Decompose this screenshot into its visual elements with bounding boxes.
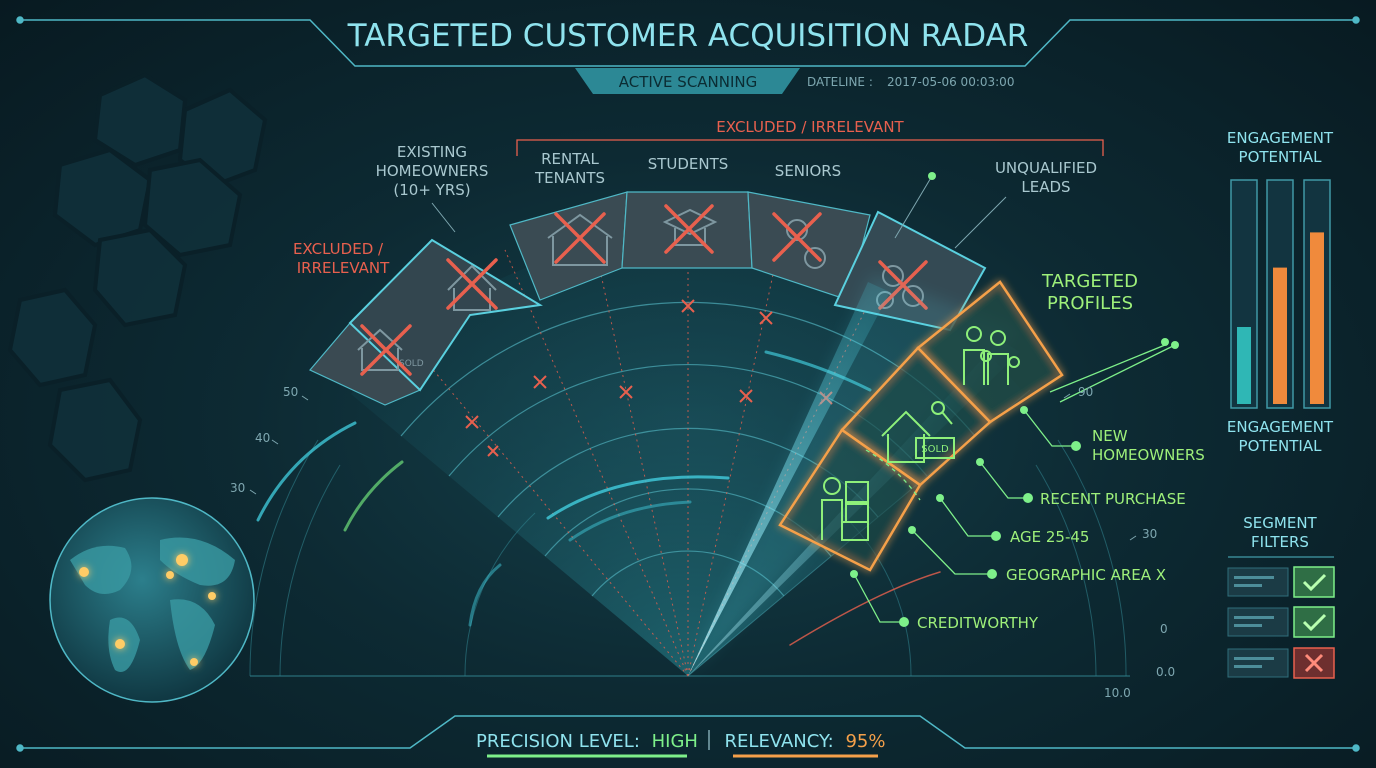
hexagon-background xyxy=(7,72,268,483)
sold-sign-excluded: SOLD xyxy=(399,359,424,369)
label-rental-tenants-2: TENANTS xyxy=(534,169,605,187)
engagement-bottom-1: ENGAGEMENT xyxy=(1227,418,1334,436)
scale-right-10: 10.0 xyxy=(1104,686,1131,700)
filter-row-3[interactable] xyxy=(1227,647,1335,679)
check-icon xyxy=(1302,613,1327,632)
scale-left-40: 40 xyxy=(255,431,270,445)
criteria-creditworthy: CREDITWORTHY xyxy=(917,614,1039,632)
segment-cross-marks xyxy=(360,204,928,376)
criteria-new-homeowners-2: HOMEOWNERS xyxy=(1092,446,1205,464)
seniors-icon xyxy=(786,219,826,269)
label-leaders xyxy=(431,172,1007,249)
targeted-title-1: TARGETED xyxy=(1041,271,1138,292)
scale-left-50: 50 xyxy=(283,385,298,399)
engagement-title-1: ENGAGEMENT xyxy=(1227,129,1334,147)
segment-labels: EXISTING HOMEOWNERS (10+ YRS) RENTAL TEN… xyxy=(376,143,1097,199)
scale-ticks xyxy=(249,393,1137,541)
filter-row-2[interactable] xyxy=(1227,606,1335,638)
engagement-bars xyxy=(1230,179,1331,409)
filter-checkbox-3[interactable] xyxy=(1293,647,1335,679)
label-rental-tenants-1: RENTAL xyxy=(541,150,599,168)
engagement-bottom-2: POTENTIAL xyxy=(1239,437,1323,455)
filters-title-1: SEGMENT xyxy=(1243,514,1317,532)
globe-icon xyxy=(49,497,255,703)
excluded-left-label-1: EXCLUDED / xyxy=(293,240,384,258)
scale-labels: 50 40 30 90 30 0 0.0 10.0 xyxy=(230,385,1175,700)
label-existing-homeowners-3: (10+ YRS) xyxy=(393,181,470,199)
relevancy-value: 95% xyxy=(845,731,885,752)
page-title: TARGETED CUSTOMER ACQUISITION RADAR xyxy=(347,18,1029,54)
label-seniors: SENIORS xyxy=(775,162,841,180)
scale-right-0: 0 xyxy=(1160,622,1168,636)
scale-left-30: 30 xyxy=(230,481,245,495)
filter-checkbox-1[interactable] xyxy=(1293,566,1335,598)
family-icon xyxy=(963,326,1020,385)
dateline-label: DATELINE : xyxy=(807,75,873,89)
new-house-icon xyxy=(881,401,955,463)
relevancy-label: RELEVANCY: xyxy=(725,731,834,752)
relevancy: RELEVANCY: 95% xyxy=(725,731,886,752)
check-icon xyxy=(1302,573,1327,592)
label-existing-homeowners-1: EXISTING xyxy=(397,143,467,161)
house-icon xyxy=(447,264,497,311)
label-unqualified-2: LEADS xyxy=(1021,178,1070,196)
scale-right-0-0: 0.0 xyxy=(1156,665,1175,679)
scale-right-30: 30 xyxy=(1142,527,1157,541)
graduation-cap-icon xyxy=(662,208,718,246)
cross-icon xyxy=(1304,653,1324,673)
precision-value: HIGH xyxy=(652,731,698,752)
criteria-labels: NEW HOMEOWNERS RECENT PURCHASE AGE 25-45… xyxy=(917,427,1205,632)
sold-sign-targeted: SOLD xyxy=(921,444,949,455)
engagement-bar-3 xyxy=(1310,232,1324,404)
targeted-title-2: PROFILES xyxy=(1047,293,1133,314)
header-frame xyxy=(16,16,1360,67)
engagement-bar-1 xyxy=(1237,327,1251,404)
criteria-leaders xyxy=(853,344,1176,623)
engagement-bar-2 xyxy=(1273,267,1287,404)
excluded-bracket xyxy=(516,139,1104,156)
label-existing-homeowners-2: HOMEOWNERS xyxy=(376,162,489,180)
filter-checkbox-2[interactable] xyxy=(1293,606,1335,638)
precision-label: PRECISION LEVEL: xyxy=(476,731,640,752)
apartment-icon xyxy=(547,213,613,266)
mover-icon xyxy=(821,477,869,541)
criteria-new-homeowners-1: NEW xyxy=(1092,427,1128,445)
excluded-left-label-2: IRRELEVANT xyxy=(297,259,390,277)
engagement-title-2: POTENTIAL xyxy=(1239,148,1323,166)
criteria-age: AGE 25-45 xyxy=(1010,528,1089,546)
excluded-group-label: EXCLUDED / IRRELEVANT xyxy=(716,118,904,136)
criteria-recent-purchase: RECENT PURCHASE xyxy=(1040,490,1186,508)
status-label: ACTIVE SCANNING xyxy=(619,73,758,91)
filter-row-1[interactable] xyxy=(1227,566,1335,598)
targeted-panel-age xyxy=(778,428,922,572)
precision-level: PRECISION LEVEL: HIGH xyxy=(476,731,698,752)
criteria-geographic-area: GEOGRAPHIC AREA X xyxy=(1006,566,1166,584)
label-unqualified-1: UNQUALIFIED xyxy=(995,159,1097,177)
status-badge: ACTIVE SCANNING xyxy=(575,68,800,94)
filters-title-2: FILTERS xyxy=(1251,533,1309,551)
dateline-value: 2017-05-06 00:03:00 xyxy=(887,75,1014,89)
footer-frame xyxy=(16,715,1360,752)
criteria-dots xyxy=(850,338,1179,627)
scale-right-90: 90 xyxy=(1078,385,1093,399)
sweep-arrows xyxy=(256,350,941,646)
label-students: STUDENTS xyxy=(648,155,729,173)
